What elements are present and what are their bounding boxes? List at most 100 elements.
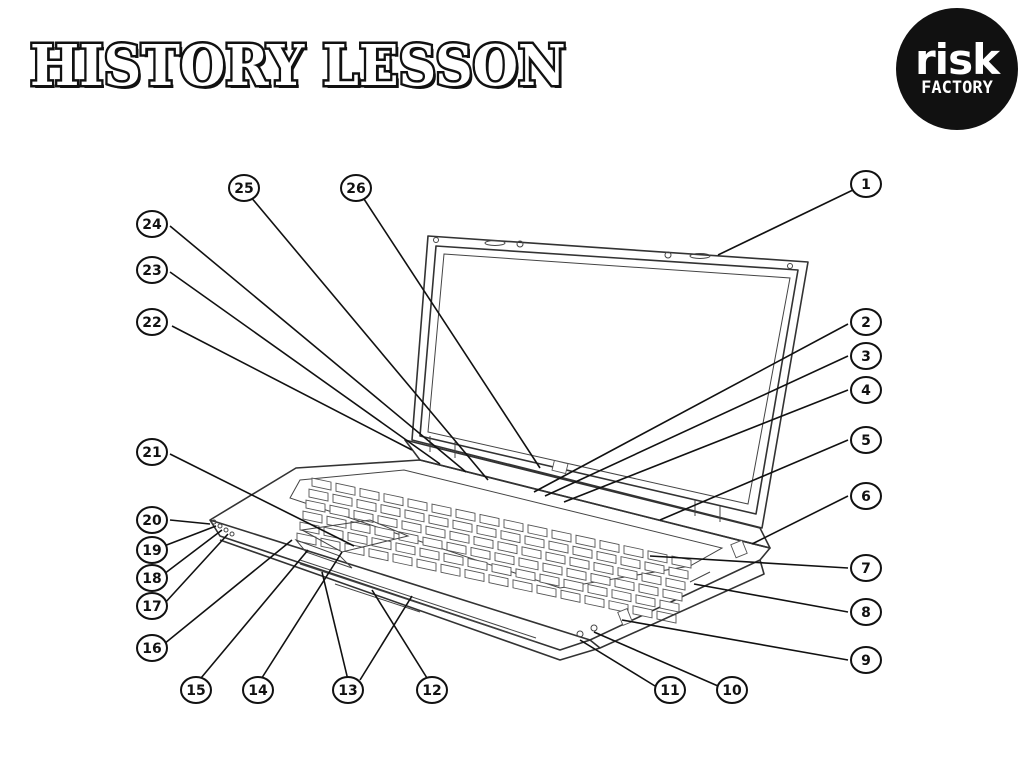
- keyboard-key: [416, 558, 437, 572]
- keyboard-key: [620, 556, 641, 570]
- keyboard-key: [383, 493, 404, 507]
- keyboard-key: [542, 562, 563, 576]
- slide-title: HISTORY LESSON: [28, 33, 568, 99]
- keyboard-key: [443, 552, 464, 566]
- keyboard-key: [404, 509, 425, 523]
- keyboard-key: [374, 526, 395, 540]
- callout-label: 5: [861, 433, 871, 449]
- callout-label: 18: [142, 571, 161, 587]
- callout-18: 18: [136, 564, 168, 592]
- callout-20: 20: [136, 506, 168, 534]
- keyboard-key: [446, 541, 467, 555]
- keyboard-key: [455, 508, 476, 522]
- keyboard-key: [521, 546, 542, 560]
- keyboard-key: [536, 584, 557, 598]
- callout-label: 25: [234, 181, 253, 197]
- callout-label: 11: [660, 683, 679, 699]
- keyboard-key: [401, 520, 422, 534]
- callout-label: 22: [142, 315, 161, 331]
- callout-label: 19: [142, 543, 161, 559]
- keyboard-key: [491, 563, 512, 577]
- keyboard-key: [329, 504, 350, 518]
- keyboard-key: [575, 534, 596, 548]
- callout-5: 5: [850, 426, 882, 454]
- keyboard-key: [320, 537, 341, 551]
- keyboard-key: [659, 599, 680, 613]
- callout-label: 6: [861, 489, 871, 505]
- keyboard-key: [638, 583, 659, 597]
- callout-label: 1: [861, 177, 871, 193]
- keyboard-key: [326, 515, 347, 529]
- keyboard-key: [335, 482, 356, 496]
- keyboard: [296, 477, 692, 624]
- keyboard-key: [614, 578, 635, 592]
- callout-8: 8: [850, 598, 882, 626]
- keyboard-key: [584, 594, 605, 609]
- keyboard-key: [350, 520, 371, 535]
- keyboard-key: [668, 566, 689, 580]
- callout-24: 24: [136, 210, 168, 238]
- callout-19: 19: [136, 536, 168, 564]
- keyboard-key: [488, 574, 509, 588]
- keyboard-key: [515, 568, 536, 582]
- callout-label: 12: [422, 683, 441, 699]
- keyboard-key: [593, 561, 614, 576]
- logo-line-2: FACTORY: [921, 78, 993, 99]
- callout-10: 10: [716, 676, 748, 704]
- keyboard-key: [617, 567, 638, 581]
- keyboard-key: [524, 535, 545, 549]
- keyboard-key: [662, 588, 683, 602]
- keyboard-key: [665, 577, 686, 591]
- keyboard-key: [560, 589, 581, 603]
- keyboard-key: [347, 531, 368, 546]
- callout-23: 23: [136, 256, 168, 284]
- logo-line-1: risk: [914, 34, 1000, 84]
- leader-lines: [163, 188, 856, 687]
- callout-17: 17: [136, 592, 168, 620]
- keyboard-key: [503, 519, 524, 533]
- callout-13: 13: [332, 676, 364, 704]
- keyboard-key: [512, 579, 533, 593]
- callout-12: 12: [416, 676, 448, 704]
- callout-label: 8: [861, 605, 871, 621]
- keyboard-key: [380, 504, 401, 518]
- keyboard-key: [476, 524, 497, 539]
- keyboard-key: [422, 536, 443, 550]
- callout-21: 21: [136, 438, 168, 466]
- callout-group: 1234567891011121314151617181920212223242…: [136, 170, 882, 704]
- callout-label: 16: [142, 641, 161, 657]
- keyboard-key: [473, 535, 494, 550]
- callout-label: 9: [861, 653, 871, 669]
- keyboard-key: [569, 556, 590, 570]
- keyboard-key: [302, 510, 323, 524]
- callout-4: 4: [850, 376, 882, 404]
- keyboard-key: [311, 477, 332, 491]
- keyboard-key: [479, 513, 500, 528]
- callout-1: 1: [850, 170, 882, 198]
- callout-22: 22: [136, 308, 168, 336]
- callout-label: 3: [861, 349, 871, 365]
- keyboard-key: [467, 557, 488, 572]
- callout-7: 7: [850, 554, 882, 582]
- callout-3: 3: [850, 342, 882, 370]
- callout-15: 15: [180, 676, 212, 704]
- keyboard-key: [572, 545, 593, 559]
- keyboard-key: [656, 610, 677, 624]
- callout-6: 6: [850, 482, 882, 510]
- keyboard-key: [608, 600, 629, 614]
- callout-label: 10: [722, 683, 742, 699]
- callout-25: 25: [228, 174, 260, 202]
- keyboard-key: [431, 503, 452, 517]
- keyboard-key: [308, 488, 329, 502]
- keyboard-key: [464, 568, 485, 583]
- keyboard-key: [611, 589, 632, 603]
- keyboard-key: [356, 498, 377, 513]
- keyboard-key: [587, 583, 608, 598]
- keyboard-key: [548, 540, 569, 554]
- keyboard-key: [596, 550, 617, 565]
- keyboard-key: [518, 557, 539, 571]
- keyboard-key: [449, 530, 470, 544]
- callout-label: 14: [248, 683, 268, 699]
- keyboard-key: [368, 548, 389, 562]
